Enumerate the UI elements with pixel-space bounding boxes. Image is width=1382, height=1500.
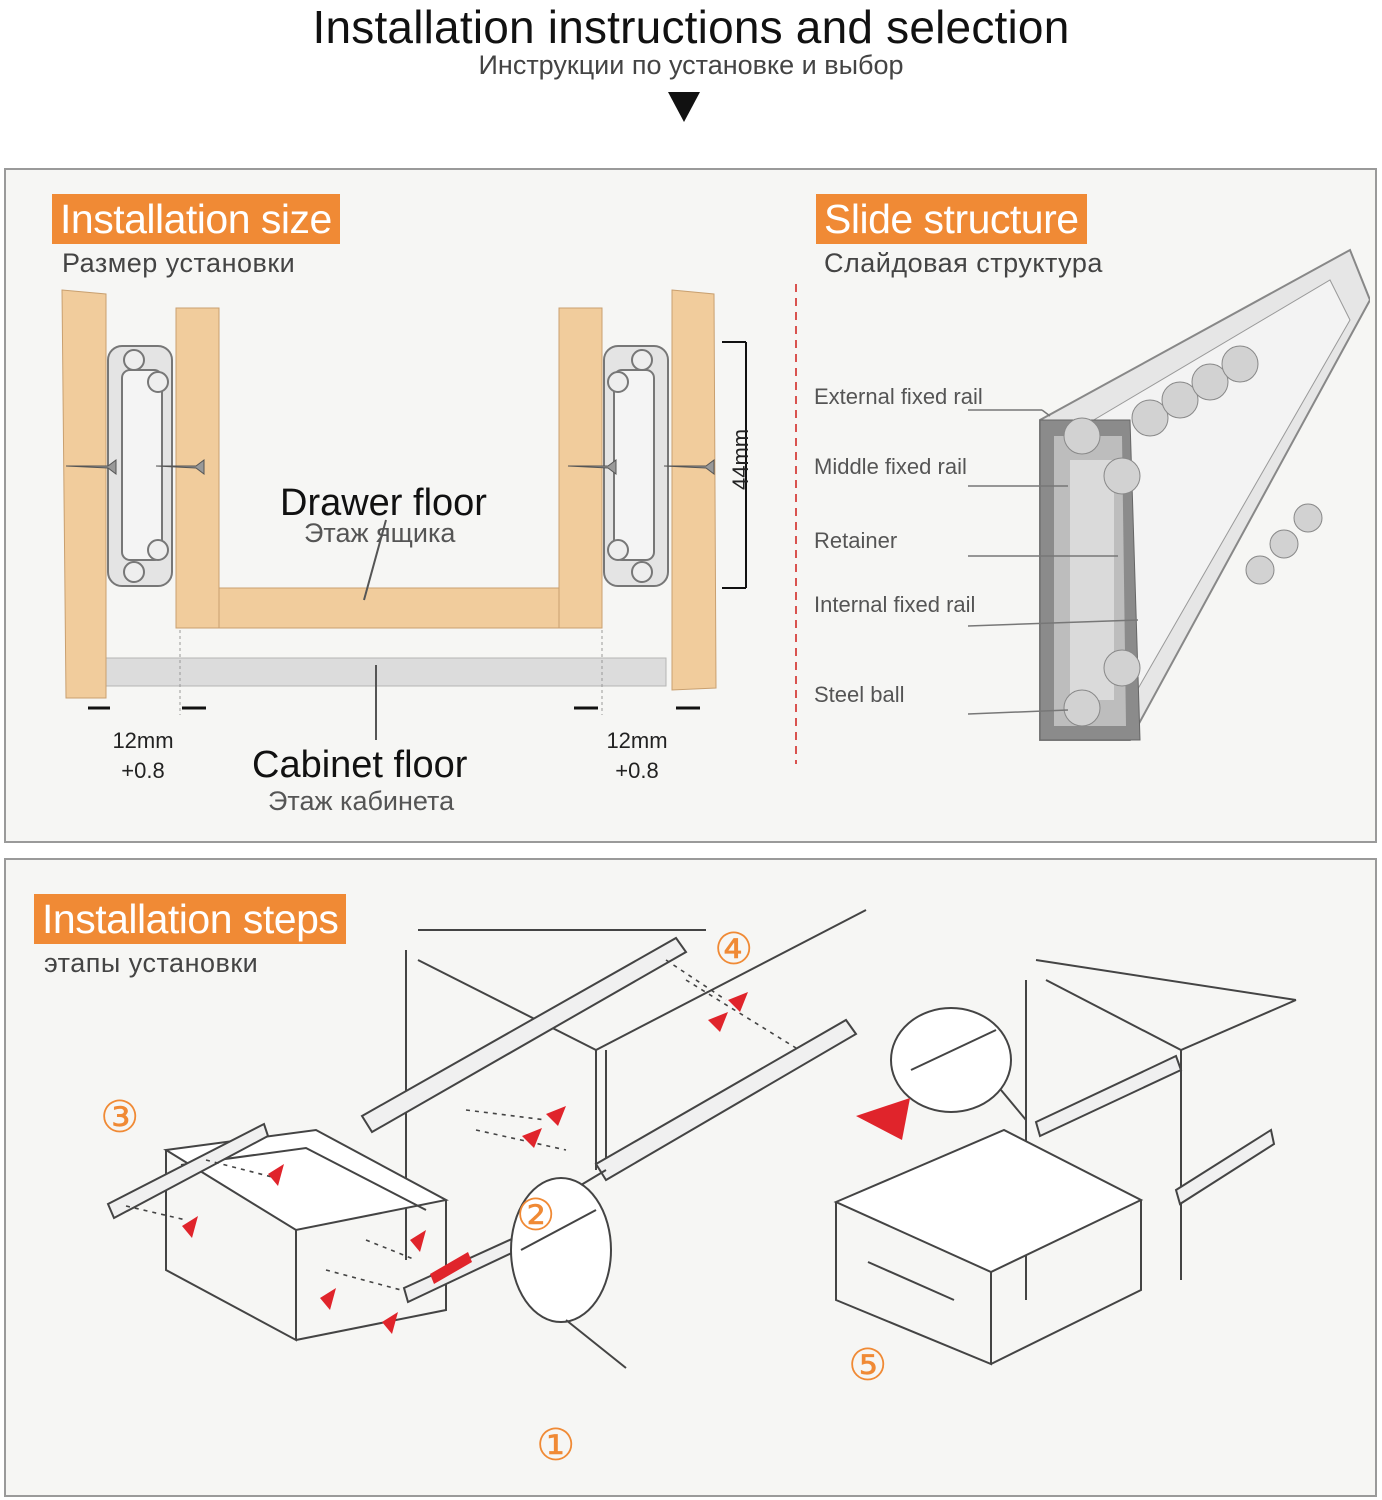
installation-size-subtitle: Размер установки [62, 248, 296, 278]
right-gap-value: 12mm [606, 728, 668, 753]
step-5-marker: ⑤ [848, 1340, 888, 1391]
right-gap-tolerance: +0.8 [615, 758, 659, 783]
step-4-marker: ④ [714, 924, 754, 975]
slide-structure-subtitle: Слайдовая структура [824, 248, 1103, 278]
cabinet-floor-label-ru: Этаж кабинета [268, 786, 455, 816]
left-gap-label: 12mm +0.8 [98, 726, 188, 786]
installation-steps-title: Installation steps [34, 894, 347, 944]
installation-steps-subtitle: этапы установки [44, 948, 259, 978]
cabinet-floor-label: Cabinet floor [252, 744, 468, 786]
slide-structure-diagram [1039, 248, 1370, 741]
part-external-fixed-rail: External fixed rail [814, 384, 983, 409]
part-leader-lines [968, 409, 1139, 715]
part-internal-fixed-rail: Internal fixed rail [814, 592, 976, 617]
right-slide-profile [603, 345, 669, 587]
height-dim-label: 44mm [728, 428, 753, 490]
page-title: Installation instructions and selection [312, 1, 1070, 53]
installation-size-diagram [61, 289, 747, 740]
slide-structure-title: Slide structure [816, 194, 1087, 244]
top-panel: Installation size Размер установки Drawe… [4, 168, 1377, 843]
part-retainer: Retainer [814, 528, 898, 553]
drawer-floor-label: Drawer floor [280, 482, 487, 524]
part-middle-fixed-rail: Middle fixed rail [814, 454, 967, 479]
installation-steps-illustration [106, 909, 1297, 1369]
screws [65, 459, 715, 475]
installation-size-title: Installation size [52, 194, 340, 244]
bottom-panel: Installation steps этапы установки [4, 858, 1377, 1497]
step-3-marker: ③ [100, 1092, 140, 1143]
part-steel-ball: Steel ball [814, 682, 905, 707]
height-dimension-line [722, 341, 747, 589]
page-subtitle: Инструкции по установке и выбор [478, 50, 904, 80]
step-1-marker: ① [536, 1420, 576, 1471]
right-gap-label: 12mm +0.8 [592, 726, 682, 786]
left-gap-value: 12mm [112, 728, 174, 753]
panel-divider [795, 284, 797, 764]
drawer-floor-label-ru: Этаж ящика [304, 518, 456, 548]
step-2-marker: ② [516, 1190, 556, 1241]
down-arrow-icon [668, 92, 700, 122]
left-gap-tolerance: +0.8 [121, 758, 165, 783]
